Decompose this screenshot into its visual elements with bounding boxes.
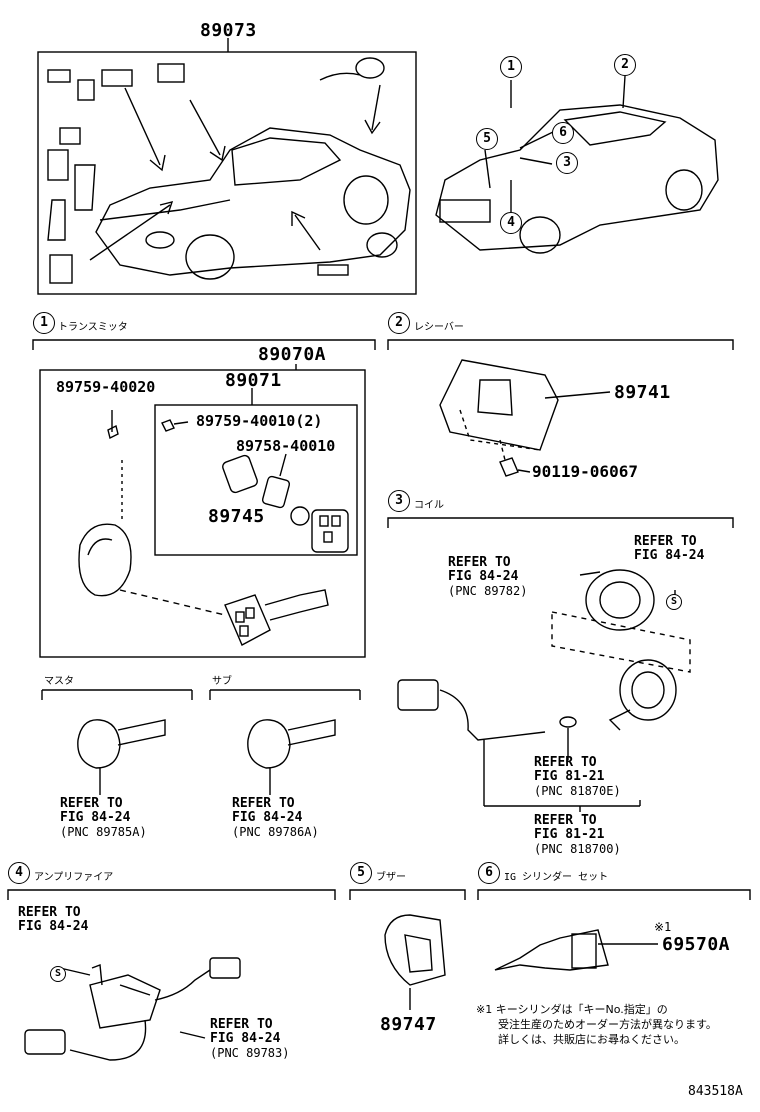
transmitter-box	[39, 369, 366, 658]
buzzer-unit	[384, 914, 446, 986]
coil-ring-lower	[619, 659, 677, 721]
key-shell-part	[78, 523, 132, 597]
master-key	[77, 719, 121, 769]
overview-callout-4: 4	[500, 212, 522, 234]
receiver-unit	[439, 359, 559, 451]
section-4-number: 4	[8, 862, 30, 884]
transmitter-subassembly-label: 89071	[225, 370, 282, 391]
transmitter-subbox	[154, 404, 358, 556]
section-2-number: 2	[388, 312, 410, 334]
section-3-number: 3	[388, 490, 410, 512]
section-6-title: IG シリンダー セット	[504, 872, 609, 883]
sub-key	[247, 719, 291, 769]
coil-ring-upper	[585, 569, 655, 631]
receiver-bolt-label: 90119-06067	[532, 462, 638, 481]
transmitter-key	[224, 594, 271, 646]
overview-callout-5: 5	[476, 128, 498, 150]
ig-cylinder-part-label: 69570A	[662, 934, 731, 955]
buzzer-part-label: 89747	[380, 1014, 437, 1035]
screw-inner-label: 89759-40010(2)	[196, 412, 323, 430]
section-1-title: トランスミッタ	[58, 322, 128, 333]
coil-symbol-s: S	[666, 594, 682, 610]
section-1-number: 1	[33, 312, 55, 334]
section-6-number: 6	[478, 862, 500, 884]
sub-key-title: サブ	[212, 676, 232, 687]
assembly-label-89073: 89073	[200, 20, 257, 41]
ig-cylinder	[494, 929, 609, 971]
screw-outer-label: 89759-40020	[56, 378, 156, 396]
section-2-title: レシーバー	[414, 322, 464, 333]
section-4-title: アンプリファイア	[34, 872, 114, 883]
receiver-unit-label: 89741	[614, 382, 671, 403]
section-5-title: ブザー	[376, 872, 406, 883]
overview-callout-3: 3	[556, 152, 578, 174]
figure-id: 843518A	[688, 1084, 743, 1099]
car-left-outline	[95, 127, 411, 276]
overview-callout-1: 1	[500, 56, 522, 78]
section-3-title: コイル	[414, 500, 444, 511]
gasket-label: 89758-40010	[236, 437, 336, 455]
battery-label: 89745	[208, 506, 265, 527]
transmitter-assembly-label: 89070A	[258, 344, 327, 365]
overview-box	[37, 51, 417, 295]
ig-cylinder-mark: ※1	[654, 920, 672, 934]
overview-callout-6: 6	[552, 122, 574, 144]
amplifier-symbol-s: S	[50, 966, 66, 982]
coil-harness	[439, 689, 546, 741]
section-5-number: 5	[350, 862, 372, 884]
overview-callout-2: 2	[614, 54, 636, 76]
ig-cylinder-note: ※1 キーシリンダは「キーNo.指定」の 受注生産のためオーダー方法が異なります…	[476, 1003, 717, 1046]
car-right-outline	[435, 104, 719, 251]
amplifier-unit	[89, 974, 161, 1029]
master-key-title: マスタ	[44, 676, 74, 687]
